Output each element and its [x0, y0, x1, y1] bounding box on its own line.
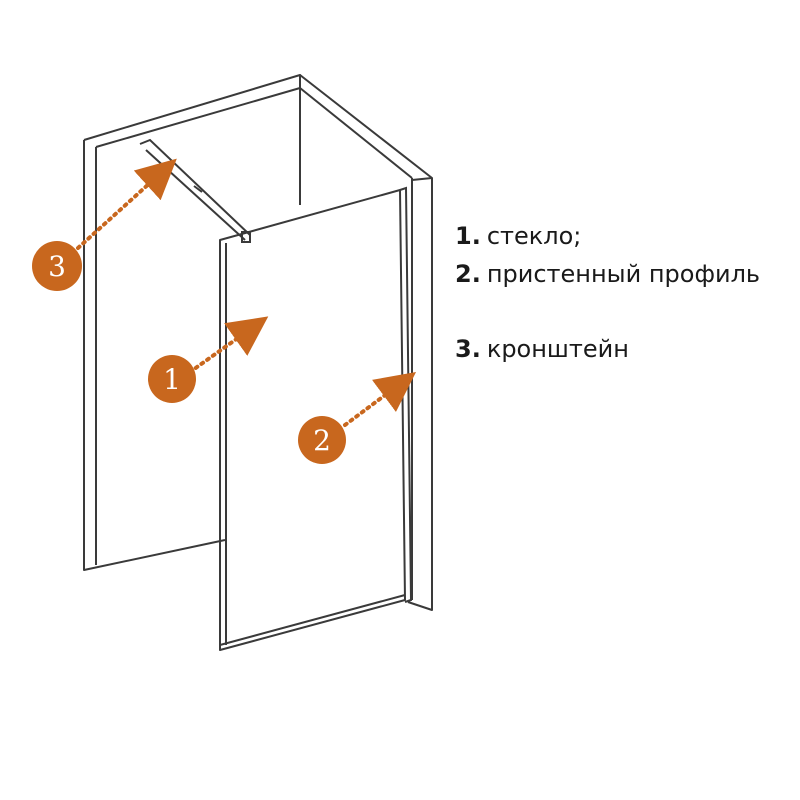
callout-3-arrow — [76, 158, 177, 250]
legend-label-bracket: кронштейн — [486, 335, 629, 363]
callout-3-badge — [32, 241, 82, 291]
legend-item-bracket: 3.кронштейн — [455, 335, 629, 363]
callout-3-number: 3 — [48, 250, 66, 283]
callout-2-arrow — [343, 372, 417, 427]
legend-number-2: 2. — [455, 260, 481, 288]
callout-1-badge — [148, 355, 196, 403]
callout-2-badge — [298, 416, 346, 464]
callout-1-number: 1 — [163, 363, 181, 396]
glass-panel — [219, 189, 406, 651]
callout-2: 2 — [298, 372, 417, 464]
legend-label-wall-profile: пристенный профиль — [486, 260, 761, 288]
callout-2-number: 2 — [313, 424, 331, 457]
callout-1-arrow — [188, 316, 269, 374]
callout-3: 3 — [32, 158, 177, 291]
side-wall — [299, 74, 433, 611]
legend-label-glass: стекло; — [486, 222, 582, 250]
legend-item-wall-profile: 2.пристенный профиль — [455, 260, 760, 288]
legend-number-1: 1. — [455, 222, 481, 250]
legend-item-glass: 1.стекло; — [455, 222, 581, 250]
back-wall — [83, 74, 301, 571]
support-bracket — [139, 138, 251, 243]
legend-number-3: 3. — [455, 335, 481, 363]
callout-1: 1 — [148, 316, 269, 403]
